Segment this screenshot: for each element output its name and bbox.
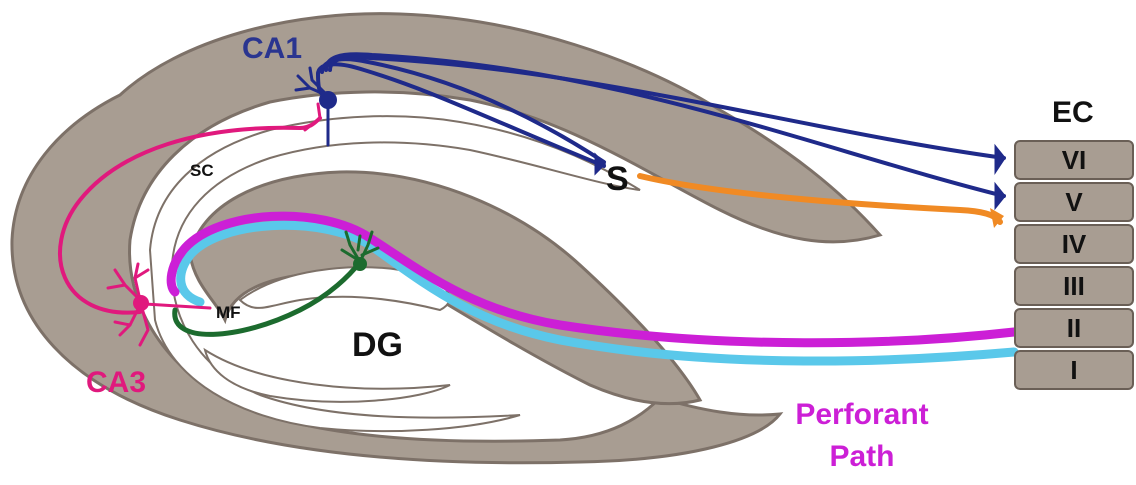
- label-sc: SC: [190, 161, 214, 180]
- ec-layer-ii: II: [1014, 308, 1134, 348]
- ec-layer-iv: IV: [1014, 224, 1134, 264]
- ec-layer-v: V: [1014, 182, 1134, 222]
- label-perforant-line2: Path: [829, 440, 894, 473]
- subiculum-terminal: [990, 208, 1004, 228]
- label-dg: DG: [352, 326, 403, 364]
- label-s: S: [606, 160, 629, 198]
- label-mf: MF: [216, 303, 241, 322]
- granule-soma: [353, 257, 367, 271]
- label-ca1: CA1: [242, 32, 302, 65]
- ca3-soma: [133, 295, 149, 311]
- label-ca3: CA3: [86, 366, 146, 399]
- ec-layer-i: I: [1014, 350, 1134, 390]
- label-ec: EC: [1052, 96, 1094, 129]
- ec-layer-iii: III: [1014, 266, 1134, 306]
- ec-layer-vi: VI: [1014, 140, 1134, 180]
- label-perforant-line1: Perforant: [795, 398, 928, 431]
- ca1-soma: [319, 91, 337, 109]
